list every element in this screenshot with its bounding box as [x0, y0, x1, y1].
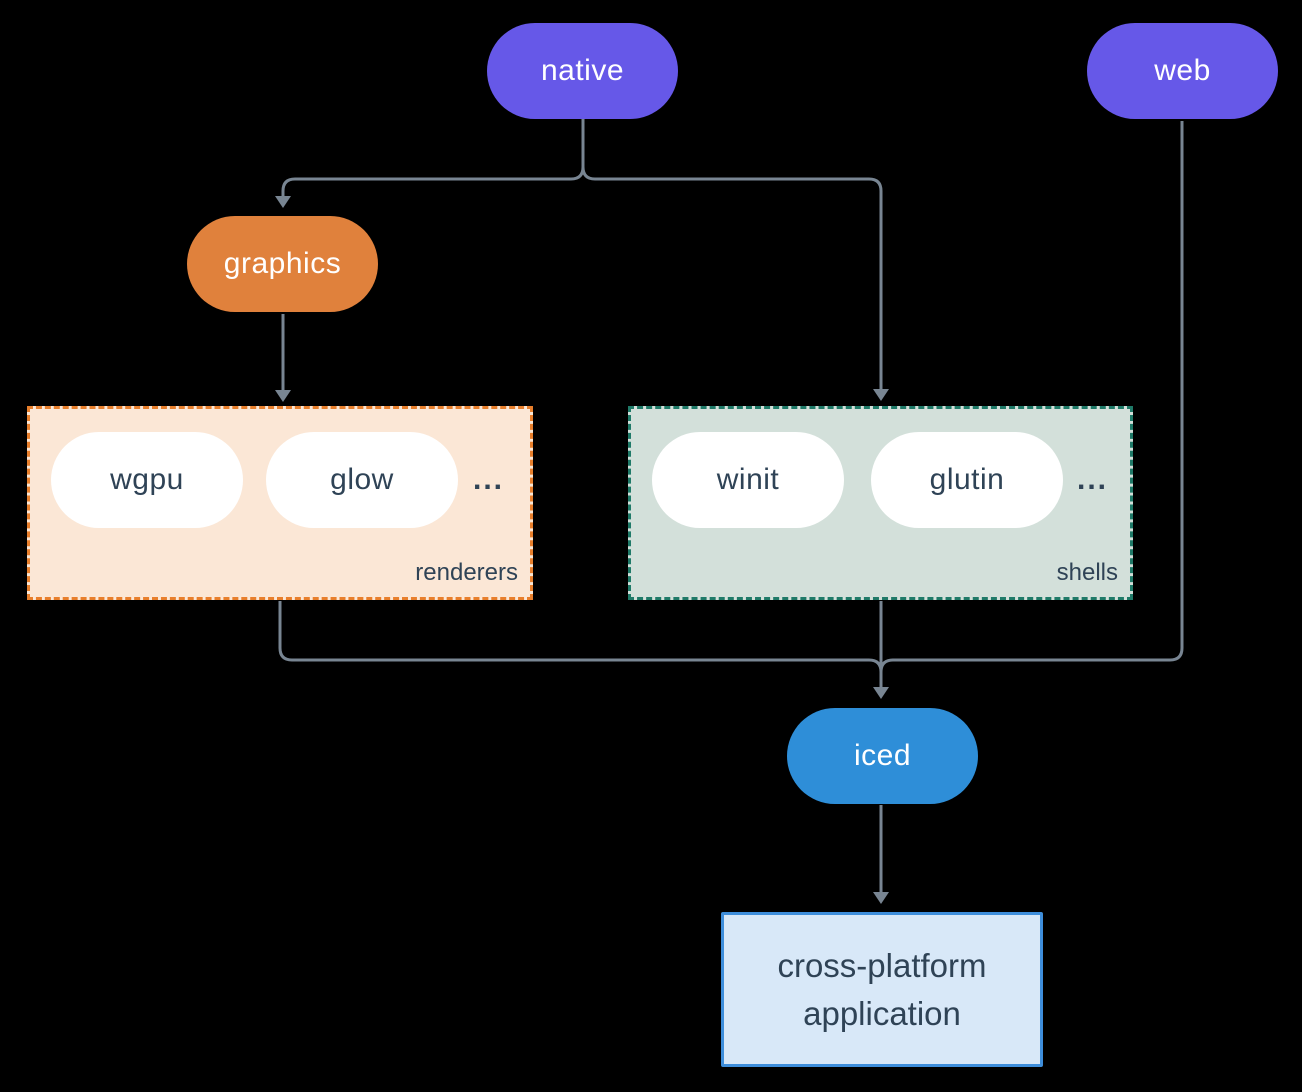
edge-web-to-iced — [879, 121, 1184, 687]
edge-native-to-shells — [581, 119, 883, 389]
node-wgpu: wgpu — [51, 432, 243, 528]
arrowhead-shells — [873, 389, 889, 401]
arrowhead-iced — [873, 687, 889, 699]
node-web: web — [1087, 23, 1278, 119]
node-glow-label: glow — [330, 463, 394, 496]
shells-ellipsis: ... — [1076, 463, 1108, 496]
node-application-label: cross-platform application — [777, 946, 987, 1032]
renderers-ellipsis: ... — [472, 463, 504, 496]
node-glow: glow — [266, 432, 458, 528]
node-web-label: web — [1154, 54, 1211, 87]
arrowhead-application — [873, 892, 889, 904]
group-renderers: wgpu glow ... renderers — [27, 406, 533, 600]
node-native: native — [487, 23, 678, 119]
shells-group-label: shells — [1056, 559, 1118, 586]
node-iced-label: iced — [853, 739, 912, 772]
node-graphics: graphics — [187, 216, 378, 312]
edge-native-to-graphics — [281, 119, 585, 196]
node-native-label: native — [540, 54, 625, 87]
node-winit-label: winit — [716, 463, 780, 496]
node-iced: iced — [787, 708, 978, 804]
edge-renderers-to-iced — [278, 601, 883, 687]
node-wgpu-label: wgpu — [110, 463, 184, 496]
group-shells: winit glutin ... shells — [628, 406, 1133, 600]
node-graphics-label: graphics — [223, 247, 342, 280]
arrowhead-renderers — [275, 390, 291, 402]
arrowhead-graphics — [275, 196, 291, 208]
node-glutin-label: glutin — [929, 463, 1005, 496]
node-winit: winit — [652, 432, 844, 528]
renderers-group-label: renderers — [415, 559, 518, 586]
node-cross-platform-application: cross-platform application — [721, 912, 1043, 1067]
node-glutin: glutin — [871, 432, 1063, 528]
